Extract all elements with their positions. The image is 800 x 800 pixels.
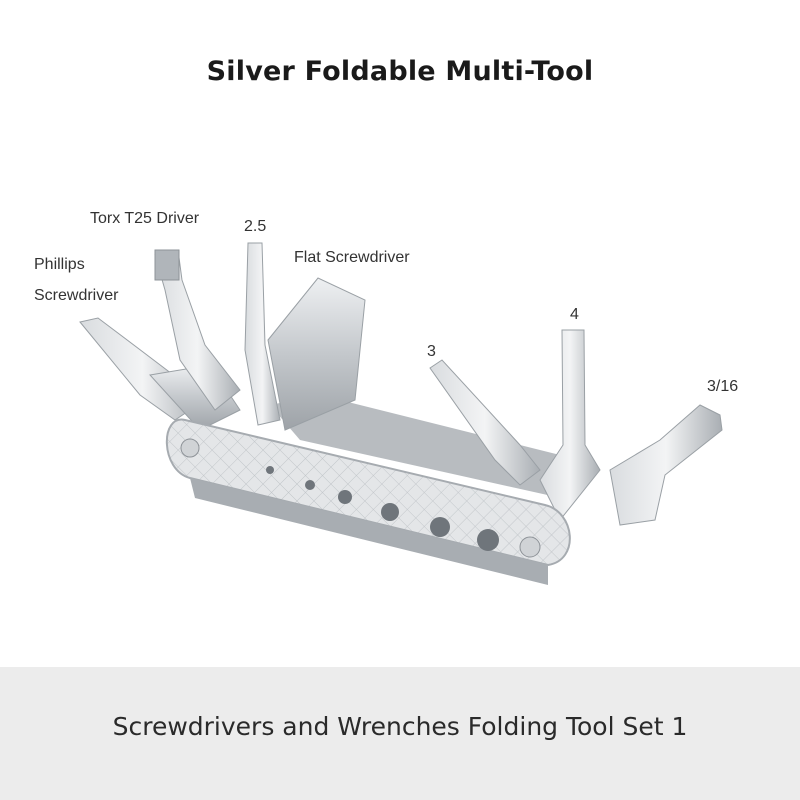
label-phillips-line2: Screwdriver xyxy=(34,287,119,304)
hex-3-key xyxy=(429,359,541,486)
hex-2-5-key xyxy=(244,242,281,426)
label-hex-3: 3 xyxy=(427,343,436,360)
hex-4-key xyxy=(539,329,601,521)
label-hex-3-16: 3/16 xyxy=(707,378,739,395)
handle-plate xyxy=(165,418,571,585)
hex-3-16-key xyxy=(609,404,723,526)
torx-bit xyxy=(154,249,241,411)
page-title: Silver Foldable Multi-Tool xyxy=(206,56,594,87)
label-phillips-line1: Phillips xyxy=(34,256,85,273)
label-flat: Flat Screwdriver xyxy=(294,249,410,266)
flat-screwdriver xyxy=(267,277,366,431)
multi-tool-image xyxy=(79,242,723,585)
label-hex-4: 4 xyxy=(570,306,579,323)
footer-band xyxy=(0,667,800,800)
label-hex-2-5: 2.5 xyxy=(244,218,267,235)
label-torx: Torx T25 Driver xyxy=(90,210,200,227)
footer-caption: Screwdrivers and Wrenches Folding Tool S… xyxy=(112,712,688,741)
